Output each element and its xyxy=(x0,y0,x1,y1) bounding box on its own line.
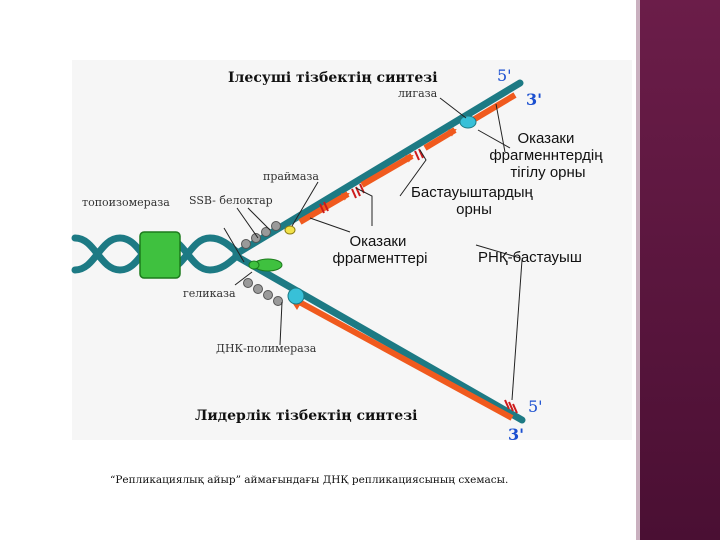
leading-template-strand xyxy=(232,252,526,424)
okazaki-join-label: Оказаки фрагменнтердің тігілу орны xyxy=(489,130,606,181)
lagging-strand-title: Ілесуші тізбектің синтезі xyxy=(228,70,438,86)
topoisomerase-block xyxy=(139,231,181,279)
primer-sites-label: Бастауыштардың орны xyxy=(411,184,537,218)
primase-label: праймаза xyxy=(263,170,319,183)
leading-new-strand xyxy=(290,295,514,421)
lagging-template-strand xyxy=(232,79,524,258)
top-3-prime: 3' xyxy=(526,90,542,109)
dna-polymerase-label: ДНК-полимераза xyxy=(216,342,317,355)
ligase-label: лигаза xyxy=(398,87,438,100)
okazaki-fragment-4 xyxy=(471,92,517,123)
sidebar-edge xyxy=(636,0,640,540)
primase-enzyme xyxy=(284,225,296,235)
bottom-3-prime: 3' xyxy=(508,425,524,444)
ligase-enzyme xyxy=(459,115,477,129)
okazaki-fragment-3 xyxy=(423,127,457,151)
label-pointers xyxy=(223,97,523,401)
figure-caption: “Репликациялық айыр” аймағындағы ДНҚ реп… xyxy=(110,474,509,486)
helicase-label: геликаза xyxy=(183,287,236,300)
okazaki-fragment-1 xyxy=(298,191,350,225)
slide-sidebar xyxy=(640,0,720,540)
rna-primer-label: РНҚ-бастауыш xyxy=(478,249,582,266)
top-5-prime: 5' xyxy=(497,66,512,85)
ssb-proteins xyxy=(241,221,283,306)
bottom-5-prime: 5' xyxy=(528,397,543,416)
helicase-enzyme-part xyxy=(248,260,260,270)
ssb-label: SSB- белоктар xyxy=(189,194,273,207)
rna-primers xyxy=(319,148,518,414)
okazaki-fragments xyxy=(298,92,517,225)
leading-strand-title: Лидерлік тізбектің синтезі xyxy=(195,408,417,424)
topoisomerase-label: топоизомераза xyxy=(82,196,170,209)
okazaki-fragment-2 xyxy=(360,153,414,188)
okazaki-fragments-label: Оказаки фрагменттері xyxy=(332,233,427,267)
dna-polymerase-enzyme xyxy=(287,287,305,305)
